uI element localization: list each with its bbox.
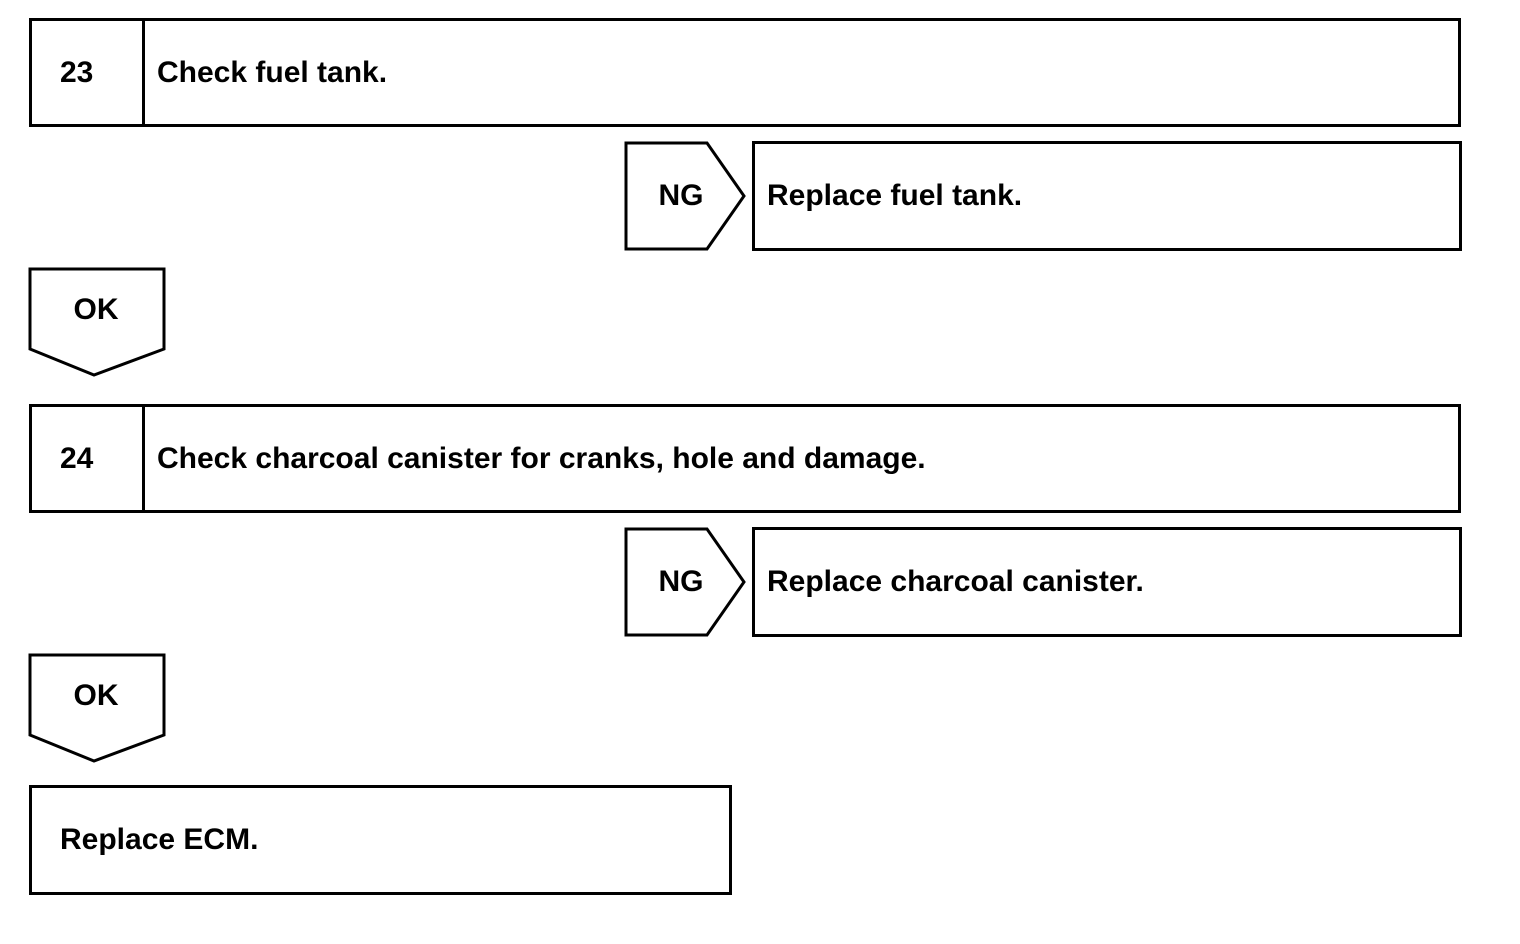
ng-label: NG <box>658 179 704 212</box>
ng-action-box: Replace fuel tank. <box>752 141 1462 251</box>
ok-label: OK <box>73 679 119 712</box>
ok-arrow-shape <box>28 267 166 377</box>
step-24-box: 24 Check charcoal canister for cranks, h… <box>29 404 1461 513</box>
ng-arrow-shape <box>624 141 746 251</box>
step-instruction: Check fuel tank. <box>157 55 388 89</box>
ok-label: OK <box>73 293 119 326</box>
ng-arrow-shape <box>624 527 746 637</box>
ok-arrow-shape <box>28 653 166 763</box>
step-number: 24 <box>32 407 145 510</box>
ng-label: NG <box>658 565 704 598</box>
ng-action-text: Replace charcoal canister. <box>767 565 1144 598</box>
step-number: 23 <box>32 21 145 124</box>
ng-action-box: Replace charcoal canister. <box>752 527 1462 637</box>
final-action-box: Replace ECM. <box>29 785 732 895</box>
final-action-text: Replace ECM. <box>60 823 259 856</box>
step-instruction: Check charcoal canister for cranks, hole… <box>157 441 926 475</box>
ng-action-text: Replace fuel tank. <box>767 179 1023 212</box>
step-23-box: 23 Check fuel tank. <box>29 18 1461 127</box>
